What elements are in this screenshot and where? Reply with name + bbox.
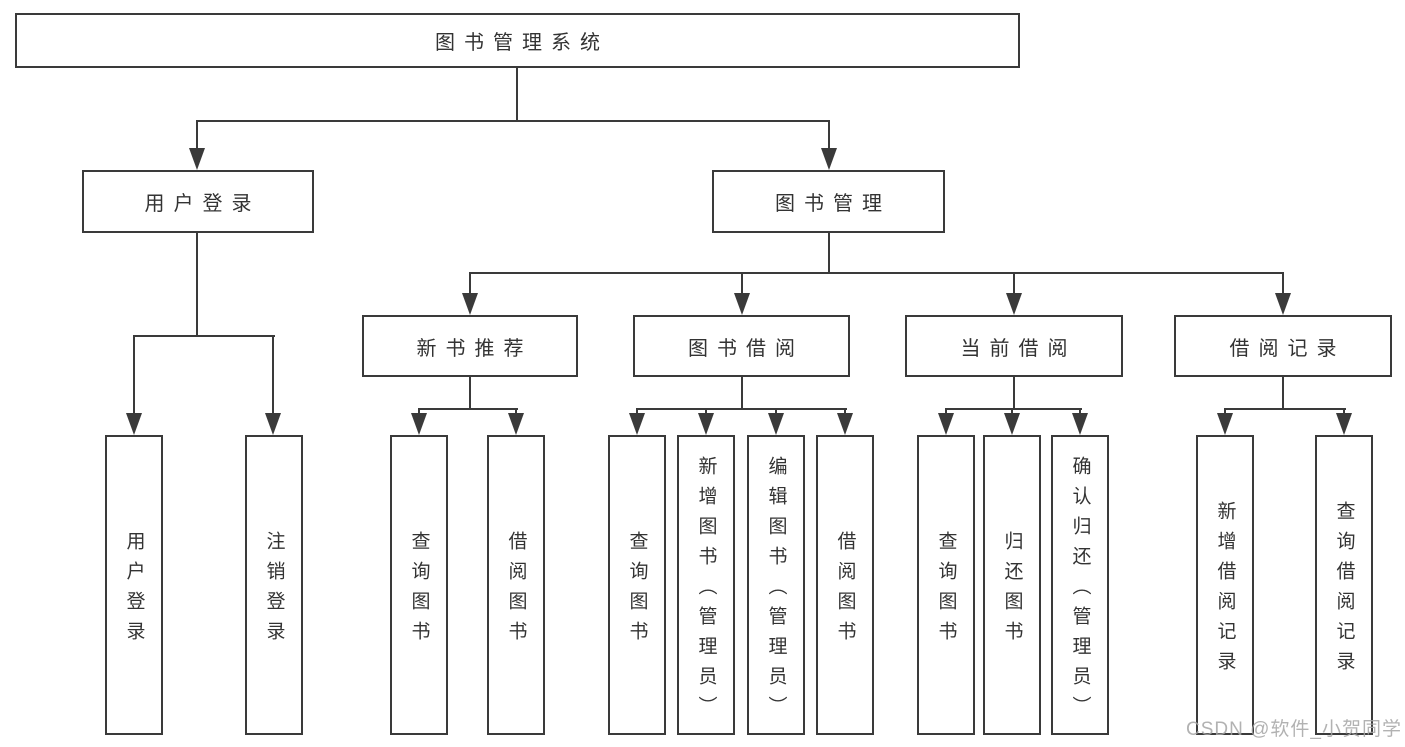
node-new-book-recommend: 新书推荐: [362, 315, 578, 377]
connector-drop: [196, 120, 198, 152]
leaf-label: 查询图书: [408, 530, 430, 651]
leaf-query-books-2: 查询图书: [608, 435, 666, 735]
connector-drop: [1079, 408, 1081, 417]
connector-drop: [272, 335, 274, 417]
arrowhead-down: [1004, 413, 1020, 435]
arrowhead-down: [462, 293, 478, 315]
arrowhead-down: [821, 148, 837, 170]
csdn-watermark: CSDN @软件_小贺同学: [1186, 719, 1402, 740]
leaf-add-borrow-record: 新增借阅记录: [1196, 435, 1254, 735]
node-label: 当前借阅: [960, 337, 1077, 360]
leaf-borrow-books-1: 借阅图书: [487, 435, 545, 735]
leaf-label: 归还图书: [1001, 530, 1023, 651]
node-label: 图书借阅: [688, 337, 804, 360]
arrowhead-down: [1217, 413, 1233, 435]
leaf-edit-book-admin: 编辑图书（管理员）: [747, 435, 805, 735]
leaf-query-books-1: 查询图书: [390, 435, 448, 735]
leaf-label: 新增借阅记录: [1214, 500, 1236, 681]
arrowhead-down: [734, 293, 750, 315]
connector-records-stem: [1282, 377, 1284, 410]
connector-new-book-bus: [418, 408, 518, 410]
connector-drop: [418, 408, 420, 417]
node-label: 新书推荐: [416, 337, 533, 360]
leaf-confirm-return-admin: 确认归还（管理员）: [1051, 435, 1109, 735]
node-library-management-system: 图书管理系统: [15, 13, 1020, 68]
arrowhead-down: [1275, 293, 1291, 315]
leaf-add-book-admin: 新增图书（管理员）: [677, 435, 735, 735]
connector-drop: [828, 120, 830, 152]
arrowhead-down: [189, 148, 205, 170]
node-book-management: 图书管理: [712, 170, 945, 233]
connector-book-mgmt-stem: [828, 233, 830, 274]
node-label: 借阅记录: [1229, 337, 1346, 360]
leaf-label: 借阅图书: [834, 530, 856, 651]
node-book-borrowing: 图书借阅: [633, 315, 850, 377]
leaf-logout: 注销登录: [245, 435, 303, 735]
arrowhead-down: [837, 413, 853, 435]
arrowhead-down: [126, 413, 142, 435]
connector-root-stem: [516, 68, 518, 122]
leaf-label: 查询借阅记录: [1333, 500, 1355, 681]
connector-drop: [1282, 272, 1284, 297]
connector-records-bus: [1224, 408, 1346, 410]
leaf-label: 借阅图书: [505, 530, 527, 651]
leaf-label: 查询图书: [626, 530, 648, 651]
connector-drop: [741, 272, 743, 297]
leaf-query-borrow-record: 查询借阅记录: [1315, 435, 1373, 735]
connector-drop: [844, 408, 846, 417]
leaf-label: 查询图书: [935, 530, 957, 651]
node-label: 用户登录: [144, 193, 261, 215]
leaf-label: 注销登录: [263, 530, 285, 651]
connector-drop: [133, 335, 135, 417]
arrowhead-down: [265, 413, 281, 435]
arrowhead-down: [1336, 413, 1352, 435]
leaf-label: 编辑图书（管理员）: [765, 455, 787, 726]
leaf-user-login: 用户登录: [105, 435, 163, 735]
connector-drop: [1013, 272, 1015, 297]
arrowhead-down: [411, 413, 427, 435]
arrowhead-down: [629, 413, 645, 435]
connector-drop: [945, 408, 947, 417]
connector-drop: [1011, 408, 1013, 417]
node-label: 图书管理系统: [435, 32, 609, 54]
connector-drop: [515, 408, 517, 417]
connector-current-bus: [945, 408, 1082, 410]
leaf-borrow-books-2: 借阅图书: [816, 435, 874, 735]
connector-user-login-bus: [133, 335, 275, 337]
connector-drop: [1343, 408, 1345, 417]
leaf-return-book: 归还图书: [983, 435, 1041, 735]
node-label: 图书管理: [775, 193, 891, 215]
arrowhead-down: [1006, 293, 1022, 315]
arrowhead-down: [1072, 413, 1088, 435]
connector-root-bus: [196, 120, 830, 122]
connector-user-login-stem: [196, 233, 198, 337]
connector-current-stem: [1013, 377, 1015, 410]
connector-borrowing-stem: [741, 377, 743, 410]
arrowhead-down: [508, 413, 524, 435]
arrowhead-down: [698, 413, 714, 435]
leaf-label: 确认归还（管理员）: [1069, 455, 1091, 726]
arrowhead-down: [768, 413, 784, 435]
connector-book-mgmt-bus: [469, 272, 1284, 274]
connector-drop: [1224, 408, 1226, 417]
connector-new-book-stem: [469, 377, 471, 410]
connector-drop: [636, 408, 638, 417]
connector-borrowing-bus: [636, 408, 847, 410]
arrowhead-down: [938, 413, 954, 435]
leaf-label: 用户登录: [123, 530, 145, 651]
node-user-login: 用户登录: [82, 170, 314, 233]
node-borrow-records: 借阅记录: [1174, 315, 1392, 377]
node-current-borrowing: 当前借阅: [905, 315, 1123, 377]
connector-drop: [705, 408, 707, 417]
connector-drop: [469, 272, 471, 297]
leaf-label: 新增图书（管理员）: [695, 455, 717, 726]
connector-drop: [775, 408, 777, 417]
leaf-query-books-3: 查询图书: [917, 435, 975, 735]
